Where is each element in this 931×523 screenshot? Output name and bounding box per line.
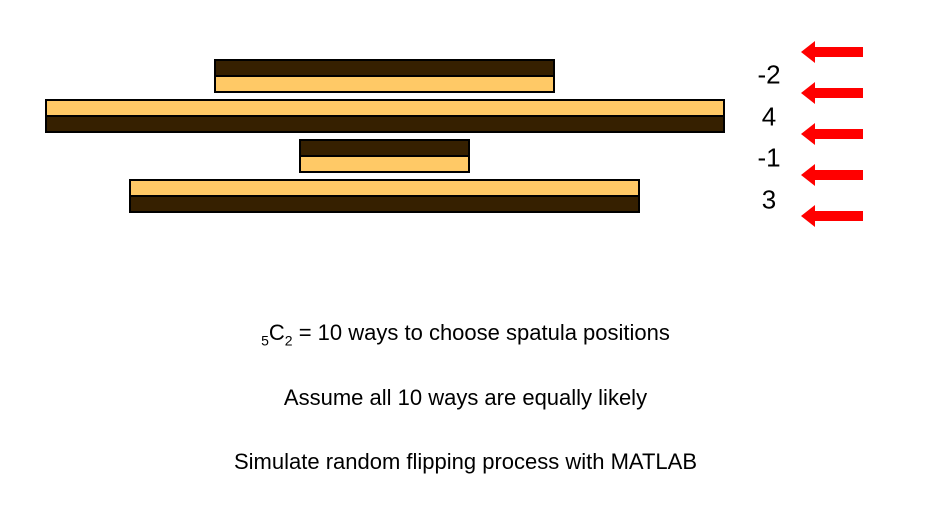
simulation-text: Simulate random flipping process with MA…	[233, 449, 697, 474]
golden-side	[216, 76, 553, 91]
assumption-text: Assume all 10 ways are equally likely	[283, 385, 648, 410]
spatula-arrow-icon	[801, 123, 863, 145]
burnt-side	[301, 141, 468, 156]
pancake-2	[45, 99, 725, 133]
spatula-arrow-icon	[801, 41, 863, 63]
golden-side	[47, 101, 723, 116]
burnt-side	[131, 196, 638, 211]
golden-side	[131, 181, 638, 196]
pancake-value-label: -2	[757, 59, 781, 90]
subscript-k: 2	[284, 332, 293, 349]
burnt-side	[47, 116, 723, 131]
pancake-value-label: 3	[761, 184, 777, 215]
pancake-value-label: 4	[761, 101, 777, 132]
combinations-text: 5C2 = 10 ways to choose spatula position…	[0, 320, 931, 348]
pancake-1	[214, 59, 555, 93]
choose-symbol: C	[268, 320, 285, 345]
combinations-rest: = 10 ways to choose spatula positions	[292, 320, 670, 345]
golden-side	[301, 156, 468, 171]
subscript-n: 5	[261, 332, 269, 349]
spatula-arrow-icon	[801, 82, 863, 104]
pancake-4	[129, 179, 640, 213]
pancake-value-label: -1	[757, 142, 781, 173]
burnt-side	[216, 61, 553, 76]
spatula-arrow-icon	[801, 164, 863, 186]
spatula-arrow-icon	[801, 205, 863, 227]
pancake-3	[299, 139, 470, 173]
